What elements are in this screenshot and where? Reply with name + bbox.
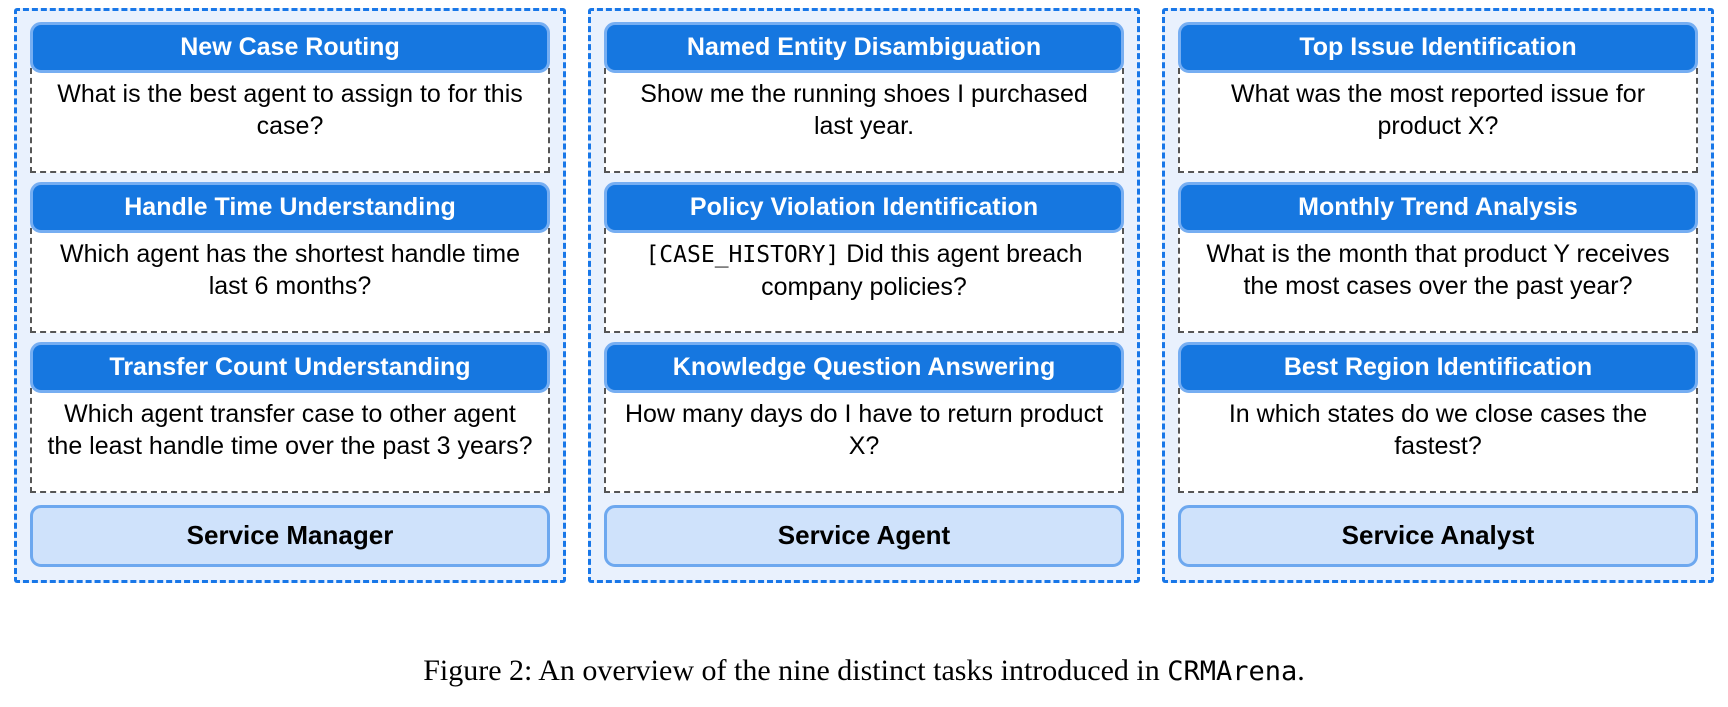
figure-caption: Figure 2: An overview of the nine distin… [0,653,1728,689]
column-service-manager: New Case Routing What is the best agent … [14,8,566,583]
caption-prefix: Figure 2: An overview of the nine distin… [423,654,1168,687]
task-card: Named Entity Disambiguation Show me the … [604,22,1124,173]
case-history-token: [CASE_HISTORY] [645,242,840,269]
task-question-box: [CASE_HISTORY] Did this agent breach com… [604,228,1124,334]
task-columns: New Case Routing What is the best agent … [14,8,1714,583]
task-card: New Case Routing What is the best agent … [30,22,550,173]
task-card: Monthly Trend Analysis What is the month… [1178,182,1698,333]
task-card: Handle Time Understanding Which agent ha… [30,182,550,333]
task-question-text: Which agent transfer case to other agent… [47,400,533,461]
task-question-text: What is the best agent to assign to for … [57,80,523,141]
task-question-box: What was the most reported issue for pro… [1178,68,1698,173]
task-title: Policy Violation Identification [604,181,1124,234]
task-card: Policy Violation Identification [CASE_HI… [604,181,1124,334]
role-label-service-analyst: Service Analyst [1178,505,1698,567]
task-question-box: In which states do we close cases the fa… [1178,388,1698,493]
caption-suffix: . [1297,654,1305,687]
caption-benchmark-name: CRMArena [1167,656,1298,687]
task-title: Transfer Count Understanding [30,342,550,394]
task-title: Handle Time Understanding [30,182,550,234]
task-question-box: What is the best agent to assign to for … [30,68,550,173]
task-question-box: Which agent has the shortest handle time… [30,228,550,333]
task-question-box: Show me the running shoes I purchased la… [604,68,1124,173]
task-title: Monthly Trend Analysis [1178,182,1698,234]
task-card: Top Issue Identification What was the mo… [1178,22,1698,173]
task-title: Top Issue Identification [1178,22,1698,74]
task-card: Best Region Identification In which stat… [1178,342,1698,493]
task-question-text: Show me the running shoes I purchased la… [640,80,1088,141]
task-title: Best Region Identification [1178,342,1698,394]
task-question-box: Which agent transfer case to other agent… [30,388,550,493]
task-title: Named Entity Disambiguation [604,22,1124,74]
task-question-rest: Did this agent breach company policies? [761,240,1083,301]
task-card: Knowledge Question Answering How many da… [604,342,1124,494]
task-question-box: What is the month that product Y receive… [1178,228,1698,333]
task-question-text: In which states do we close cases the fa… [1228,400,1648,461]
task-question-text: How many days do I have to return produc… [624,400,1104,461]
column-service-agent: Named Entity Disambiguation Show me the … [588,8,1140,583]
task-question-text: What was the most reported issue for pro… [1230,80,1646,141]
task-question-box: How many days do I have to return produc… [604,388,1124,494]
task-question-text: What is the month that product Y receive… [1206,240,1670,301]
column-service-analyst: Top Issue Identification What was the mo… [1162,8,1714,583]
role-label-service-manager: Service Manager [30,505,550,567]
task-question-text: Which agent has the shortest handle time… [60,240,520,301]
task-card: Transfer Count Understanding Which agent… [30,342,550,493]
task-question-text: [CASE_HISTORY] Did this agent breach com… [618,238,1110,302]
task-title: Knowledge Question Answering [604,342,1124,394]
task-title: New Case Routing [30,22,550,74]
role-label-service-agent: Service Agent [604,505,1124,568]
